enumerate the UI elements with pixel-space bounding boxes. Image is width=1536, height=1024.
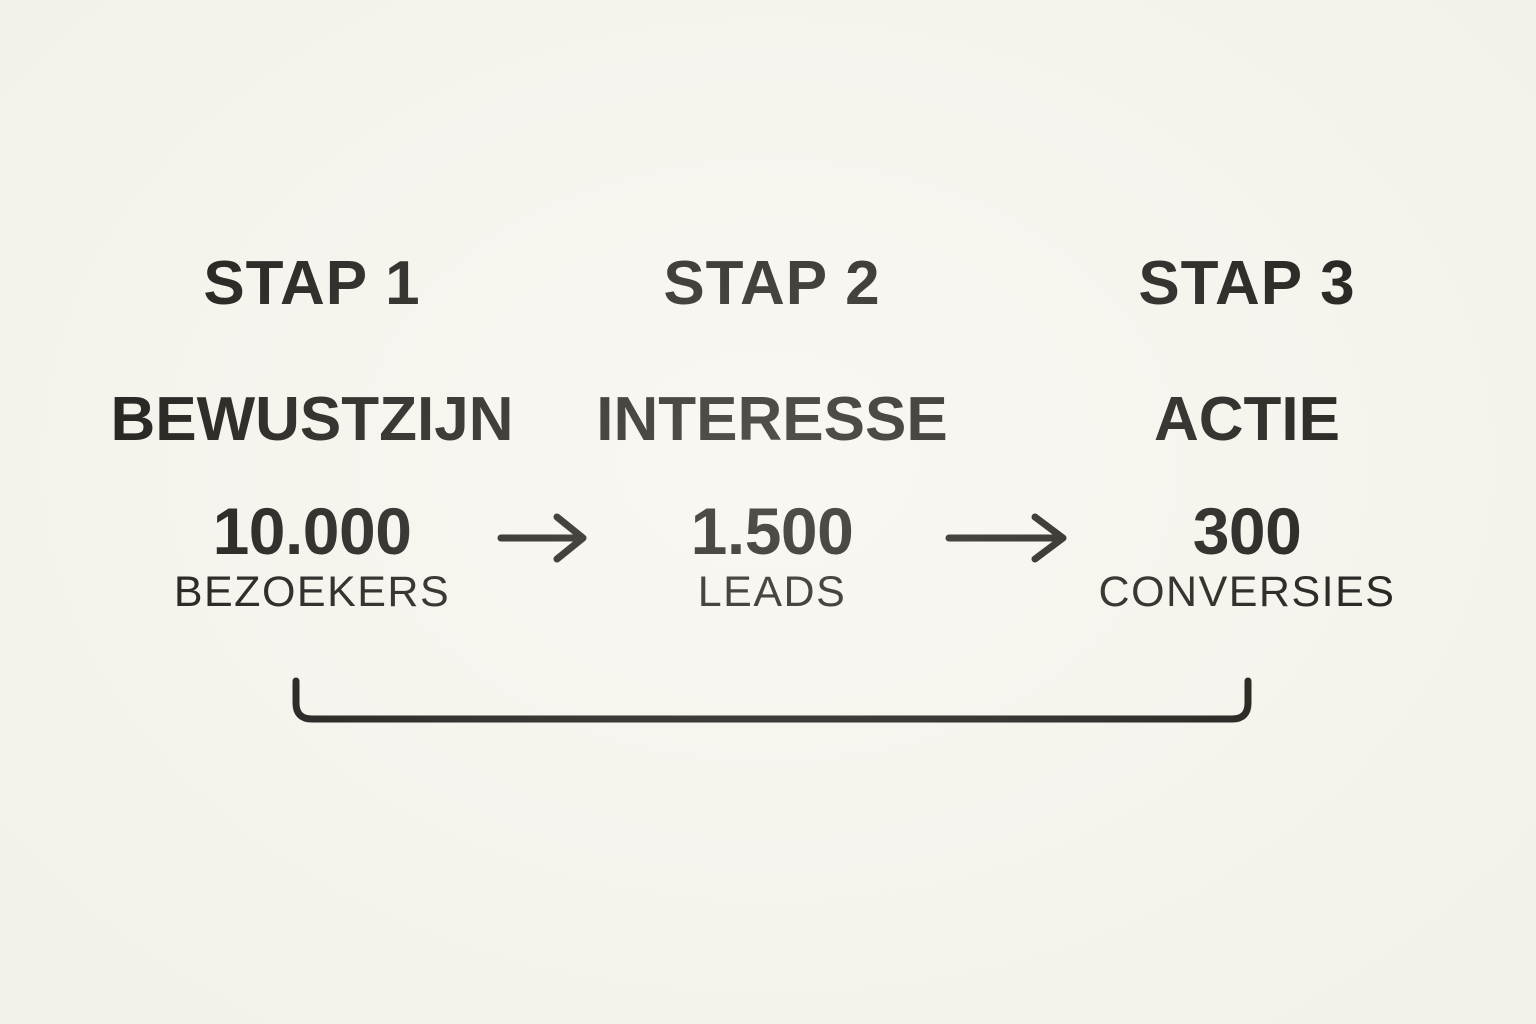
right-arrow-icon	[497, 513, 587, 563]
step-3-phase: ACTIE	[1154, 385, 1340, 454]
step-1-value: 10.000	[212, 494, 412, 568]
step-2-title: STAP 2	[663, 249, 881, 318]
step-2-unit: LEADS	[697, 568, 847, 616]
step-1-title: STAP 1	[203, 249, 421, 318]
right-arrow-icon	[945, 513, 1067, 563]
step-2-phase: INTERESSE	[596, 385, 948, 454]
step-1-phase: BEWUSTZIJN	[110, 385, 514, 454]
step-3-unit: CONVERSIES	[1098, 568, 1396, 616]
span-bracket-icon	[292, 677, 1252, 723]
step-3-title: STAP 3	[1138, 249, 1356, 318]
step-2-value: 1.500	[690, 494, 854, 568]
step-1-unit: BEZOEKERS	[173, 568, 451, 616]
step-3-value: 300	[1192, 494, 1302, 568]
